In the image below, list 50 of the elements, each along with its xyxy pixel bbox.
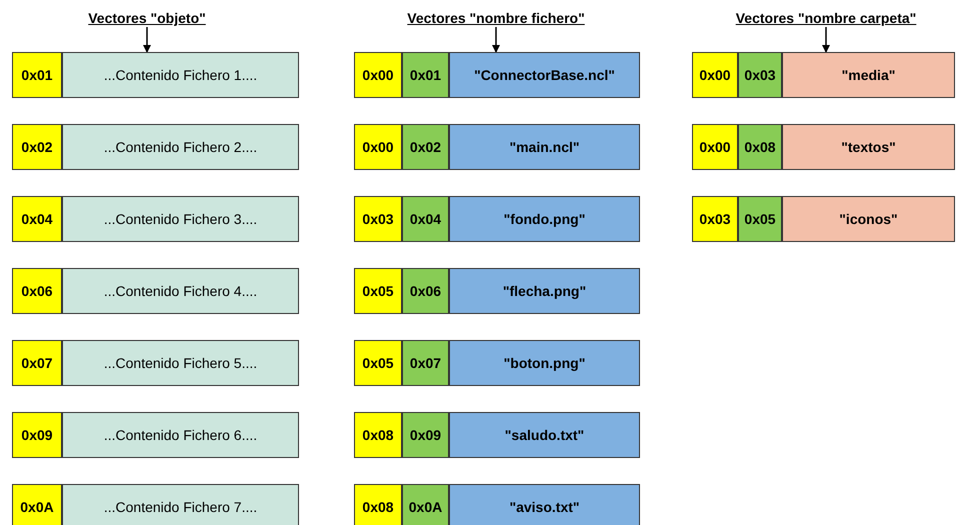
arrow — [492, 27, 500, 53]
index-cell: 0x09 — [12, 412, 62, 458]
name-cell: "boton.png" — [449, 340, 640, 386]
name-cell: "saludo.txt" — [449, 412, 640, 458]
name-cell: "media" — [782, 52, 955, 98]
arrow — [822, 27, 830, 53]
content-cell: ...Contenido Fichero 6.... — [62, 412, 299, 458]
index-cell: 0x00 — [692, 52, 738, 98]
column-heading: Vectores "objeto" — [88, 10, 206, 26]
index-cell: 0x05 — [738, 196, 782, 242]
index-cell: 0x00 — [692, 124, 738, 170]
column-heading: Vectores "nombre carpeta" — [736, 10, 916, 26]
name-cell: "fondo.png" — [449, 196, 640, 242]
index-cell: 0x02 — [402, 124, 449, 170]
content-cell: ...Contenido Fichero 2.... — [62, 124, 299, 170]
index-cell: 0x01 — [402, 52, 449, 98]
index-cell: 0x04 — [12, 196, 62, 242]
content-cell: ...Contenido Fichero 1.... — [62, 52, 299, 98]
index-cell: 0x09 — [402, 412, 449, 458]
index-cell: 0x08 — [354, 484, 402, 525]
index-cell: 0x06 — [402, 268, 449, 314]
index-cell: 0x04 — [402, 196, 449, 242]
index-cell: 0x06 — [12, 268, 62, 314]
content-cell: ...Contenido Fichero 7.... — [62, 484, 299, 525]
name-cell: "main.ncl" — [449, 124, 640, 170]
index-cell: 0x00 — [354, 124, 402, 170]
name-cell: "flecha.png" — [449, 268, 640, 314]
index-cell: 0x05 — [354, 268, 402, 314]
index-cell: 0x02 — [12, 124, 62, 170]
index-cell: 0x07 — [12, 340, 62, 386]
index-cell: 0x03 — [738, 52, 782, 98]
content-cell: ...Contenido Fichero 4.... — [62, 268, 299, 314]
index-cell: 0x0A — [402, 484, 449, 525]
column-heading: Vectores "nombre fichero" — [407, 10, 585, 26]
index-cell: 0x03 — [354, 196, 402, 242]
index-cell: 0x01 — [12, 52, 62, 98]
name-cell: "aviso.txt" — [449, 484, 640, 525]
content-cell: ...Contenido Fichero 5.... — [62, 340, 299, 386]
index-cell: 0x00 — [354, 52, 402, 98]
index-cell: 0x07 — [402, 340, 449, 386]
content-cell: ...Contenido Fichero 3.... — [62, 196, 299, 242]
index-cell: 0x0A — [12, 484, 62, 525]
name-cell: "iconos" — [782, 196, 955, 242]
arrow — [143, 27, 151, 53]
index-cell: 0x08 — [738, 124, 782, 170]
name-cell: "textos" — [782, 124, 955, 170]
name-cell: "ConnectorBase.ncl" — [449, 52, 640, 98]
index-cell: 0x03 — [692, 196, 738, 242]
index-cell: 0x08 — [354, 412, 402, 458]
index-cell: 0x05 — [354, 340, 402, 386]
